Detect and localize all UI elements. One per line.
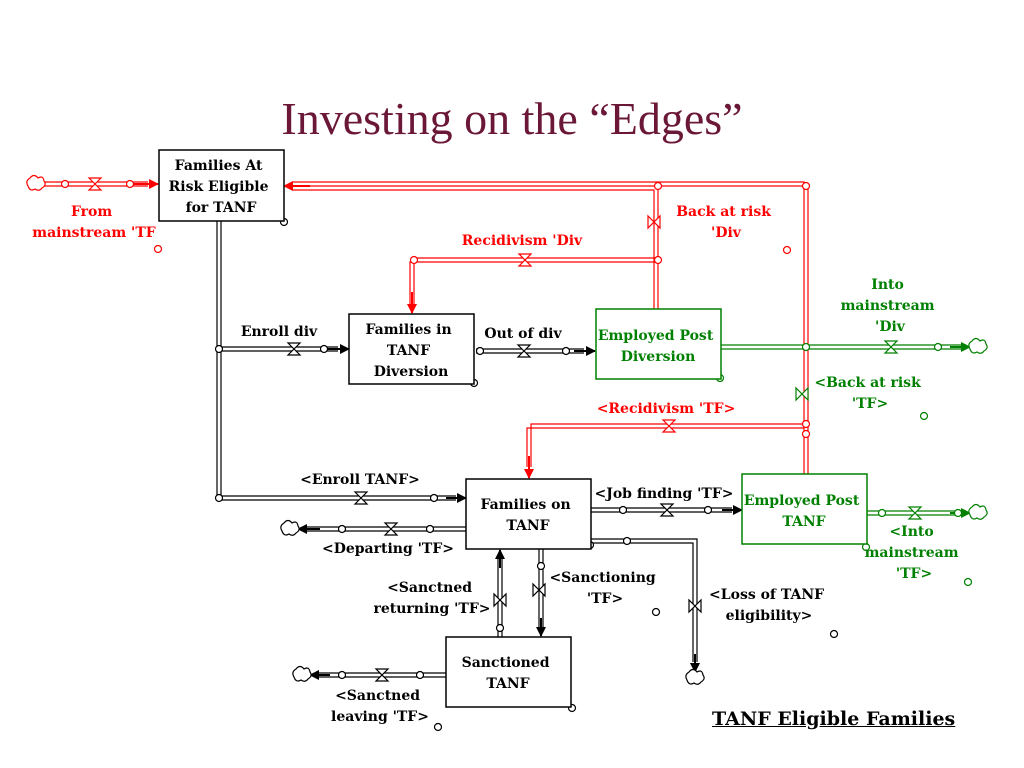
label-sanctned-leaving: <Sanctned leaving 'TF>	[331, 688, 429, 725]
valve-icon	[647, 214, 661, 230]
stock-employed-post-diversion: Employed Post Diversion	[595, 308, 722, 380]
valve-icon	[532, 582, 546, 598]
label-into-mainstream-div: Into mainstream 'Div	[841, 277, 940, 335]
label-enroll-div: Enroll div	[241, 324, 318, 340]
arrowheads	[130, 179, 971, 680]
flow-pipes	[44, 181, 966, 678]
label-loss-of-eligibility: <Loss of TANF eligibility>	[709, 587, 829, 624]
valve-icon	[374, 668, 390, 682]
stock-families-on-tanf: Families on TANF	[465, 478, 592, 550]
stock-employed-post-tanf: Employed Post TANF	[741, 473, 868, 545]
svg-text:Employed Post Diversion: Employed Post Diversion	[598, 328, 718, 365]
label-from-mainstream: From mainstream 'TF	[32, 204, 155, 241]
valve-icon	[383, 522, 399, 536]
stock-families-at-risk: Families At Risk Eligible for TANF	[158, 149, 285, 222]
stock-families-in-tanf-diversion: Families in TANF Diversion	[348, 313, 475, 385]
pipe-enroll-tanf	[219, 495, 456, 501]
clouds	[26, 174, 988, 685]
label-departing: <Departing 'TF>	[322, 541, 454, 557]
valve-icon	[516, 344, 532, 358]
label-sanctned-returning: <Sanctned returning 'TF>	[373, 580, 490, 617]
cloud-icon	[292, 665, 312, 682]
svg-text:Families on TANF: Families on TANF	[480, 497, 575, 534]
valve-icon	[907, 506, 923, 520]
svg-text:Families At Risk Eligibl: Families At Risk Eligible for TANF	[169, 158, 274, 216]
svg-text:Families in TANF D: Families in TANF Diversion	[365, 322, 456, 380]
label-recidivism-tf: <Recidivism 'TF>	[597, 401, 736, 417]
label-out-of-div: Out of div	[484, 326, 562, 342]
label-sanctioning: <Sanctioning 'TF>	[549, 570, 660, 607]
slide-title: Investing on the “Edges”	[281, 93, 743, 144]
valve-icon	[659, 503, 675, 517]
label-back-at-risk-div: Back at risk 'Div	[676, 204, 776, 241]
valve-icon	[795, 386, 809, 402]
valves	[87, 177, 923, 682]
cloud-icon	[968, 503, 988, 520]
pipe-at-risk-down	[216, 221, 222, 498]
diagram-caption: TANF Eligible Families	[712, 708, 956, 730]
stock-sanctioned-tanf: Sanctioned TANF	[445, 636, 572, 708]
label-enroll-tanf: <Enroll TANF>	[300, 472, 420, 488]
cloud-icon	[280, 519, 300, 536]
cloud-icon	[968, 337, 988, 354]
valve-icon	[517, 253, 533, 267]
valve-icon	[661, 419, 677, 433]
valve-icon	[286, 342, 302, 356]
valve-icon	[87, 177, 103, 191]
cloud-icon	[685, 668, 705, 685]
cloud-icon	[26, 174, 46, 191]
valve-icon	[883, 340, 899, 354]
label-recidivism-div: Recidivism 'Div	[462, 233, 583, 249]
valve-icon	[493, 592, 507, 608]
valve-icon	[688, 598, 702, 614]
pipe-recidivism-div	[409, 257, 656, 304]
pipe-enroll-div	[221, 346, 338, 352]
label-job-finding: <Job finding 'TF>	[594, 486, 733, 502]
label-back-at-risk-tf: <Back at risk 'TF>	[814, 375, 925, 412]
svg-text:Sanctioned TANF: Sanctioned TANF	[462, 655, 555, 692]
pipe-departing	[306, 526, 466, 532]
valve-icon	[353, 491, 369, 505]
svg-text:Employed Post TANF: Employed Post TANF	[744, 493, 864, 530]
label-into-mainstream-tf: <Into mainstream 'TF>	[865, 524, 964, 582]
pipe-recidivism-tf	[526, 423, 804, 467]
pipe-into-mainstream-div	[721, 344, 966, 350]
